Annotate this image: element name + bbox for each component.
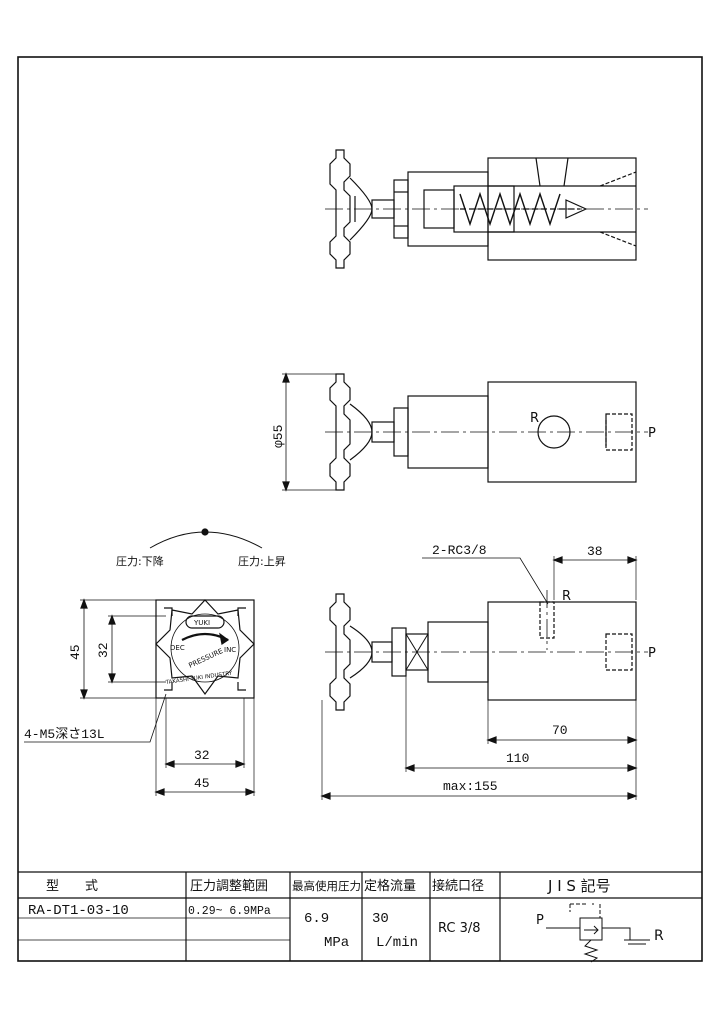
max-pressure-unit: MPa: [324, 935, 349, 951]
dim-45-vertical: 45: [68, 644, 83, 660]
pressure-down-label: 圧力:下降: [116, 554, 164, 568]
top-handwheel: [329, 149, 351, 269]
dim-38-label: 38: [587, 544, 603, 559]
knob-dec: DEC: [170, 644, 185, 652]
dia-55-label: φ55: [271, 425, 286, 448]
header-model: 型 式: [46, 879, 98, 894]
knob-text-pressure: PRESSURE: [187, 647, 224, 670]
side-body: [487, 601, 637, 701]
view-front: [24, 528, 263, 796]
middle-handwheel: [329, 373, 351, 491]
side-handwheel: [329, 593, 351, 711]
dim-70-label: 70: [552, 723, 568, 738]
knob-inc: INC: [224, 646, 236, 654]
max-pressure-value: 6.9: [304, 911, 329, 927]
view-top-section: [325, 149, 648, 269]
dim-32-horizontal: 32: [194, 748, 210, 763]
side-port-r-label: R: [562, 589, 571, 604]
pressure-up-label: 圧力:上昇: [238, 555, 286, 568]
flow-value: 30: [372, 911, 389, 927]
dim-max-155-label: max:155: [443, 779, 498, 794]
drawing-border: [17, 56, 703, 962]
jis-p-label: P: [536, 913, 544, 928]
header-max-pressure: 最高使用圧力: [292, 879, 361, 893]
dim-45-horizontal: 45: [194, 776, 210, 791]
model-value: RA-DT1-03-10: [28, 903, 129, 919]
knob-text-maker: TAKASHI YUKI INDUSTRY: [164, 671, 233, 686]
dim-110-label: 110: [506, 751, 529, 766]
side-port-p-label: P: [648, 646, 656, 661]
dim-32-vertical: 32: [96, 642, 111, 658]
middle-port-r-label: R: [530, 411, 539, 426]
top-spring: [459, 191, 561, 227]
header-jis: J I S 記号: [547, 877, 611, 895]
jis-symbol: [546, 903, 650, 963]
knob-brand: YUKI: [193, 619, 210, 627]
middle-port-p-label: P: [648, 426, 656, 441]
jis-r-label: R: [654, 928, 664, 944]
header-port-size: 接続口径: [432, 878, 484, 894]
hole-note: 4-M5深さ13L: [24, 727, 105, 742]
header-pressure-range: 圧力調整範囲: [190, 879, 268, 894]
header-rated-flow: 定格流量: [364, 878, 416, 894]
view-side: [320, 556, 648, 800]
view-middle: [282, 372, 648, 492]
port-size-value: RC 3/8: [438, 921, 481, 936]
spec-table: [18, 871, 702, 963]
pressure-range-value: 0.29~ 6.9MPa: [188, 905, 271, 918]
port-note: 2-RC3/8: [432, 543, 487, 558]
front-knob: [155, 599, 255, 696]
flow-unit: L/min: [376, 935, 418, 951]
